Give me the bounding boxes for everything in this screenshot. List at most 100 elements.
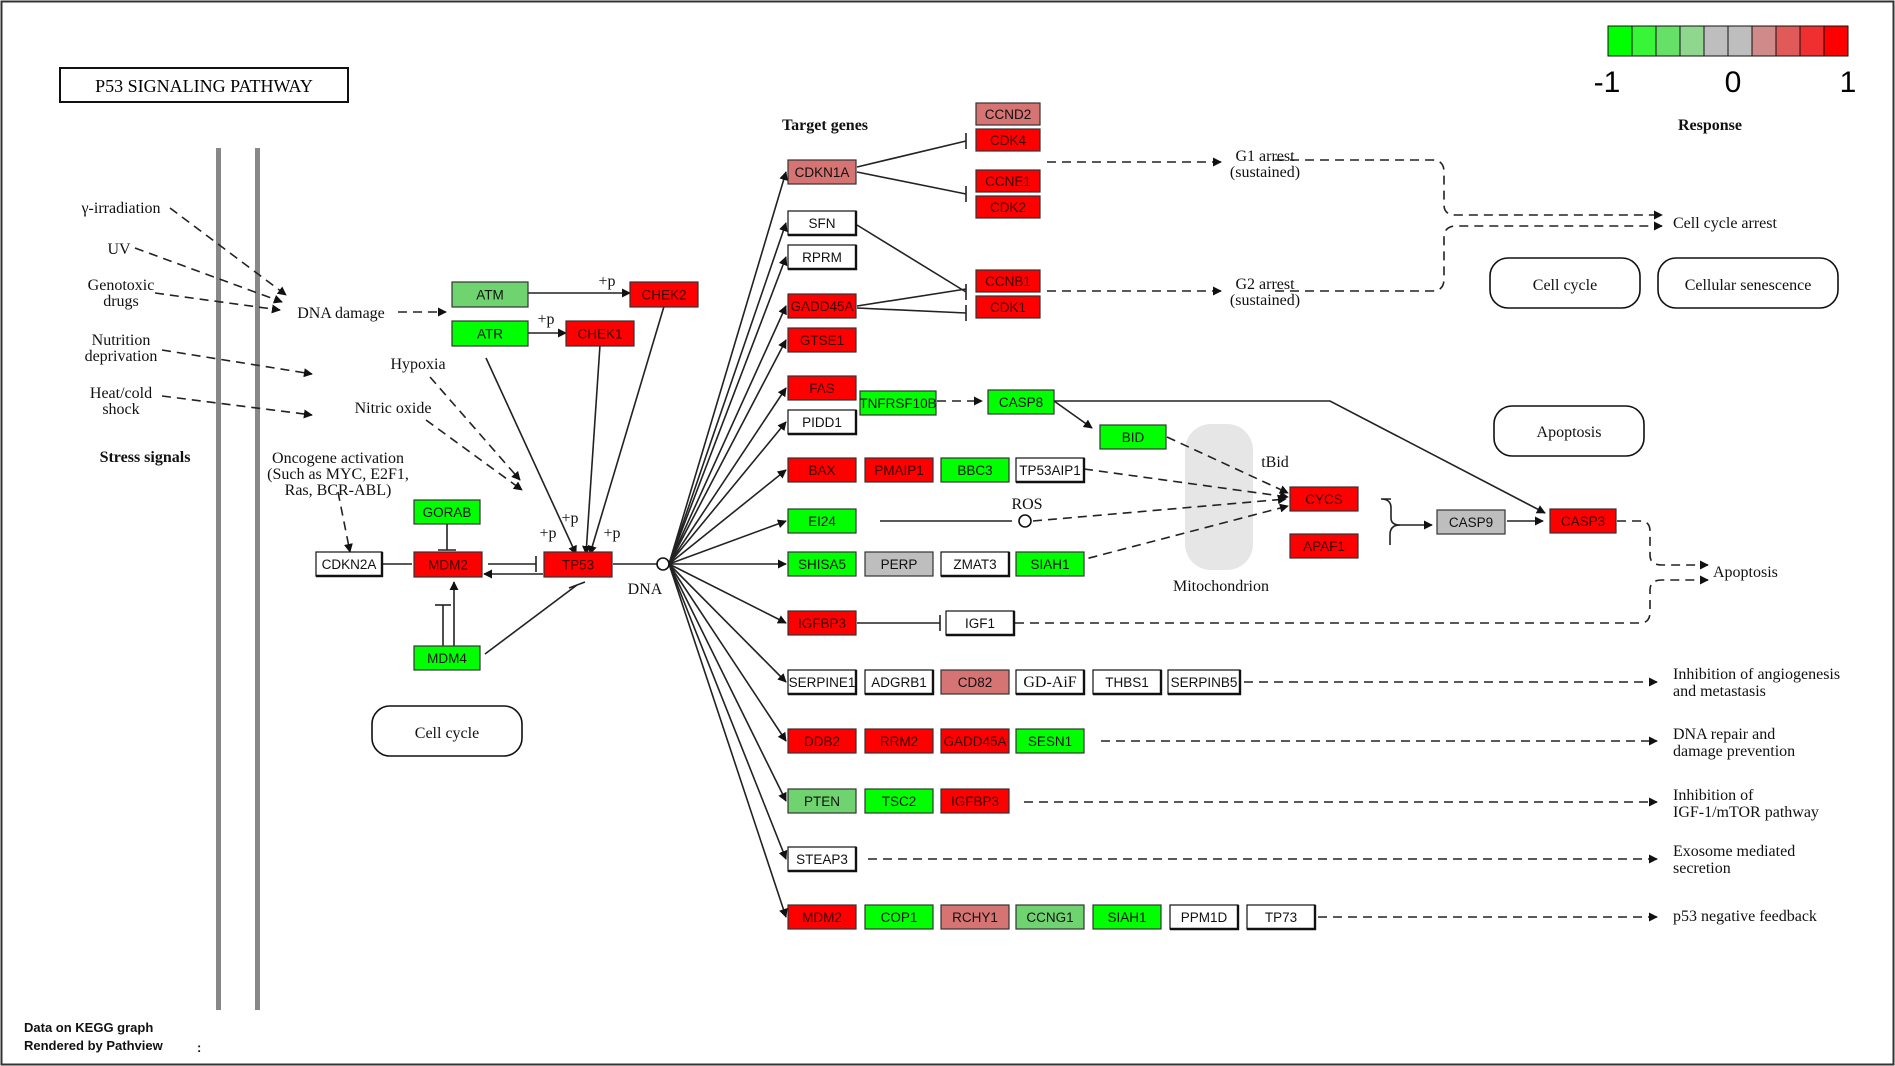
gene-node-perp[interactable]: PERP [864, 551, 934, 577]
gene-label: CYCS [1305, 492, 1343, 507]
gene-node-igfbp3-a[interactable]: IGFBP3 [787, 610, 857, 636]
gene-label: CASP8 [999, 395, 1043, 410]
map-apoptosis[interactable]: Apoptosis [1493, 405, 1645, 457]
gene-node-siah1-b[interactable]: SIAH1 [1092, 904, 1162, 930]
gene-node-siah1-a[interactable]: SIAH1 [1015, 551, 1085, 577]
gene-node-ppm1d[interactable]: PPM1D [1169, 904, 1240, 931]
dna-target-edges [668, 171, 788, 918]
gene-node-gadd45a-b[interactable]: GADD45A [940, 728, 1010, 754]
gene-node-rrm2[interactable]: RRM2 [864, 728, 934, 754]
dna-node [656, 557, 670, 571]
gene-node-tnfrsf10b[interactable]: TNFRSF10B [859, 390, 937, 416]
gene-node-apaf1[interactable]: APAF1 [1289, 533, 1359, 559]
gene-node-adgrb1[interactable]: ADGRB1 [864, 669, 935, 696]
legend-min-label: -1 [1594, 66, 1621, 99]
gene-node-sfn[interactable]: SFN [787, 210, 858, 237]
deprivation-label: deprivation [85, 348, 158, 365]
gene-node-chek1[interactable]: CHEK1 [565, 320, 635, 347]
gene-node-atm[interactable]: ATM [451, 281, 529, 308]
mitochondrion-shape [1185, 424, 1253, 570]
gene-node-atr[interactable]: ATR [451, 320, 529, 347]
gene-node-pmaip1[interactable]: PMAIP1 [864, 457, 934, 483]
gene-box [1015, 904, 1085, 930]
gene-node-cdkn2a[interactable]: CDKN2A [315, 551, 384, 578]
gene-label: PMAIP1 [874, 463, 924, 478]
gene-node-ccne1[interactable]: CCNE1 [975, 169, 1041, 193]
exosome-label: Exosome mediated [1673, 843, 1795, 860]
gene-node-steap3[interactable]: STEAP3 [787, 846, 858, 873]
legend-cell [1751, 25, 1777, 57]
gene-node-cdk2[interactable]: CDK2 [975, 195, 1041, 219]
gene-node-mdm2-fb[interactable]: MDM2 [787, 904, 857, 930]
gene-box [1549, 508, 1617, 534]
gene-box [859, 390, 937, 416]
legend-cell [1655, 25, 1681, 57]
gene-node-ccnb1[interactable]: CCNB1 [975, 269, 1041, 293]
gene-node-gtse1[interactable]: GTSE1 [787, 327, 857, 353]
gene-box [1015, 728, 1085, 754]
gene-node-rchy1[interactable]: RCHY1 [940, 904, 1010, 930]
map-cell-cycle-right[interactable]: Cell cycle [1489, 257, 1641, 309]
gene-node-gdaif[interactable]: GD-AiF [1015, 669, 1086, 696]
gene-label: CDK4 [990, 133, 1027, 148]
gene-label: STEAP3 [796, 852, 848, 867]
gene-box [1436, 509, 1506, 535]
map-cellular-senescence[interactable]: Cellular senescence [1657, 257, 1839, 309]
gene-node-igfbp3-b[interactable]: IGFBP3 [940, 788, 1010, 814]
gene-node-cd82[interactable]: CD82 [940, 669, 1010, 695]
gene-node-casp3[interactable]: CASP3 [1549, 508, 1617, 534]
gene-label: TP73 [1265, 910, 1297, 925]
gene-node-bid[interactable]: BID [1099, 424, 1167, 450]
gene-node-cop1[interactable]: COP1 [864, 904, 934, 930]
gene-node-serpine1[interactable]: SERPINE1 [787, 669, 858, 696]
gene-node-fas[interactable]: FAS [787, 375, 857, 401]
gene-node-ccnd2[interactable]: CCND2 [975, 102, 1041, 126]
gene-node-gorab[interactable]: GORAB [413, 499, 481, 525]
gene-node-bax[interactable]: BAX [787, 457, 857, 483]
gene-node-tp53[interactable]: TP53 [543, 551, 613, 578]
gene-node-igf1[interactable]: IGF1 [945, 610, 1016, 637]
gene-node-casp9[interactable]: CASP9 [1436, 509, 1506, 535]
gene-node-cdk1[interactable]: CDK1 [975, 295, 1041, 319]
gene-node-tp53aip1[interactable]: TP53AIP1 [1015, 457, 1086, 484]
gene-box [975, 295, 1041, 319]
p53-feedback-label: p53 negative feedback [1673, 908, 1817, 925]
metastasis-label: and metastasis [1673, 683, 1766, 700]
gene-node-bbc3[interactable]: BBC3 [940, 457, 1010, 483]
gene-node-mdm4[interactable]: MDM4 [413, 645, 481, 671]
gene-label: ZMAT3 [953, 557, 996, 572]
gene-box [787, 610, 857, 636]
gene-node-cdk4[interactable]: CDK4 [975, 128, 1041, 152]
gene-label: CDKN1A [795, 165, 850, 180]
gene-node-pten[interactable]: PTEN [787, 788, 857, 814]
gene-label: PERP [881, 557, 918, 572]
gene-node-casp8[interactable]: CASP8 [987, 389, 1055, 415]
gene-node-ccng1[interactable]: CCNG1 [1015, 904, 1085, 930]
gene-node-ddb2[interactable]: DDB2 [787, 728, 857, 754]
gene-node-zmat3[interactable]: ZMAT3 [940, 551, 1011, 578]
map-cell-cycle-right-label: Cell cycle [1533, 277, 1597, 294]
gene-node-tp73[interactable]: TP73 [1246, 904, 1317, 931]
gene-label: BID [1122, 430, 1145, 445]
gene-node-cycs[interactable]: CYCS [1289, 486, 1359, 512]
gene-label: CD82 [958, 675, 993, 690]
gene-node-rprm[interactable]: RPRM [787, 244, 858, 271]
g1-arrest-label: G1 arrest [1235, 148, 1295, 165]
map-cell-cycle-left[interactable]: Cell cycle [371, 705, 523, 757]
gene-node-gadd45a[interactable]: GADD45A [787, 293, 857, 319]
gene-node-thbs1[interactable]: THBS1 [1092, 669, 1163, 696]
gene-node-tsc2[interactable]: TSC2 [864, 788, 934, 814]
gene-box [565, 320, 635, 347]
gene-node-chek2[interactable]: CHEK2 [629, 281, 699, 308]
gene-node-ei24[interactable]: EI24 [787, 508, 857, 534]
gene-label: CCND2 [985, 107, 1032, 122]
legend-cell [1823, 25, 1849, 57]
gene-node-pidd1[interactable]: PIDD1 [787, 409, 858, 436]
gene-node-sesn1[interactable]: SESN1 [1015, 728, 1085, 754]
gene-node-shisa5[interactable]: SHISA5 [787, 551, 857, 577]
gene-node-mdm2-core[interactable]: MDM2 [413, 551, 483, 578]
gene-node-cdkn1a[interactable]: CDKN1A [787, 159, 857, 185]
gene-node-serpinb5[interactable]: SERPINB5 [1167, 669, 1242, 696]
